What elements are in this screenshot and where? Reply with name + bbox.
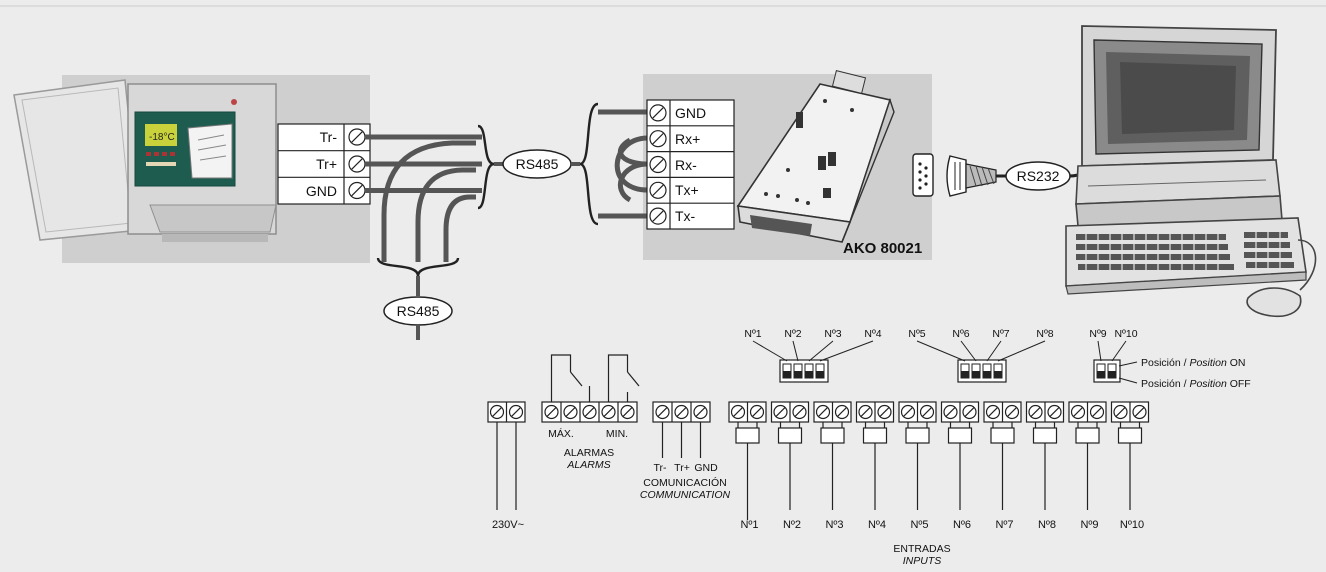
comm-terminal-label: GND xyxy=(694,462,718,474)
alarm-max-label: MÁX. xyxy=(548,427,574,440)
rs485-wiring xyxy=(365,134,482,262)
rs232-label: RS232 xyxy=(1017,168,1060,184)
dip-switch-label: Nº7 xyxy=(992,328,1009,340)
input-label: Nº7 xyxy=(995,519,1013,531)
controller-image: -18°C xyxy=(13,79,277,242)
dip-switch-label: Nº4 xyxy=(864,328,881,340)
db-connector-icon xyxy=(912,153,934,197)
input-terminal xyxy=(770,401,810,510)
rs485-label-center: RS485 xyxy=(516,156,559,172)
brace xyxy=(579,102,599,226)
position-off-label: Posición / Position OFF xyxy=(1141,378,1251,390)
controller-terminal-label: Tr- xyxy=(320,129,338,145)
comm-terminal-label: Tr+ xyxy=(674,462,690,474)
inputs-title-en: INPUTS xyxy=(903,555,942,567)
power-terminal-block xyxy=(487,401,526,510)
input-label: Nº3 xyxy=(825,519,843,531)
controller-terminal-label: Tr+ xyxy=(316,156,337,172)
controller-terminal-block: Tr- Tr+ GND xyxy=(277,123,371,205)
alarm-min-label: MIN. xyxy=(606,428,628,440)
input-terminal xyxy=(1068,401,1107,510)
dip-switch-label: Nº6 xyxy=(952,328,969,340)
communication-title: COMUNICACIÓN xyxy=(643,476,726,489)
dip-switch-label: Nº1 xyxy=(744,328,761,340)
dip-switch-label: Nº5 xyxy=(908,328,925,340)
dip-switch-label: Nº9 xyxy=(1089,328,1106,340)
input-label: Nº9 xyxy=(1080,519,1098,531)
dip-switch-label: Nº3 xyxy=(824,328,841,340)
converter-terminal-label: Tx- xyxy=(675,208,696,224)
alarms-title: ALARMAS xyxy=(564,447,614,459)
input-terminal xyxy=(940,401,980,510)
position-on-label: Posición / Position ON xyxy=(1141,357,1245,369)
dip-switch-label: Nº8 xyxy=(1036,328,1053,340)
controller-terminal-label: GND xyxy=(306,183,337,199)
converter-wiring xyxy=(598,109,649,219)
input-terminal xyxy=(898,401,937,510)
power-label: 230V~ xyxy=(492,519,524,531)
rs485-label-bottom: RS485 xyxy=(397,303,440,319)
alarms-title-en: ALARMS xyxy=(566,459,610,471)
input-label: Nº1 xyxy=(740,519,758,531)
dip-switch xyxy=(916,340,1046,383)
dip-switch-label: Nº10 xyxy=(1114,328,1137,340)
input-terminals: Nº1 Nº2 Nº3 Nº4 Nº5 Nº6 Nº7 Nº8 Nº9 Nº10 xyxy=(728,401,1150,531)
dip-switches: Nº1 Nº2 Nº3 Nº4 Nº5 Nº6 Nº7 Nº8 Nº9 Nº10 xyxy=(744,328,1138,383)
dip-switch xyxy=(1093,340,1127,383)
input-terminal xyxy=(983,401,1022,510)
rs232-plug-icon xyxy=(946,155,997,197)
dip-switch xyxy=(752,340,874,383)
brace xyxy=(477,124,495,210)
alarm-terminal-block xyxy=(541,354,640,423)
converter-terminal-label: Rx+ xyxy=(675,131,700,147)
communication-terminal-block xyxy=(652,401,711,458)
input-label: Nº5 xyxy=(910,519,928,531)
converter-terminal-label: Rx- xyxy=(675,157,697,173)
inputs-title: ENTRADAS xyxy=(893,543,950,555)
input-terminal xyxy=(813,401,852,510)
input-terminal xyxy=(1110,401,1150,510)
dip-switch-label: Nº2 xyxy=(784,328,801,340)
input-label: Nº4 xyxy=(868,519,886,531)
input-label: Nº6 xyxy=(953,519,971,531)
converter-device-image xyxy=(736,70,895,243)
converter-terminal-block: GND Rx+ Rx- Tx+ Tx- xyxy=(646,99,735,230)
comm-terminal-label: Tr- xyxy=(653,462,667,474)
svg-text:-18°C: -18°C xyxy=(149,132,175,143)
converter-terminal-label: Tx+ xyxy=(675,182,699,198)
input-terminal xyxy=(855,401,895,510)
converter-model-label: AKO 80021 xyxy=(843,240,922,257)
communication-title-en: COMMUNICATION xyxy=(640,489,731,501)
converter-terminal-label: GND xyxy=(675,105,706,121)
input-label: Nº8 xyxy=(1038,519,1056,531)
input-label: Nº10 xyxy=(1120,519,1144,531)
input-label: Nº2 xyxy=(783,519,801,531)
input-terminal xyxy=(1025,401,1065,510)
input-terminal xyxy=(728,401,767,520)
computer-image xyxy=(1065,25,1317,318)
